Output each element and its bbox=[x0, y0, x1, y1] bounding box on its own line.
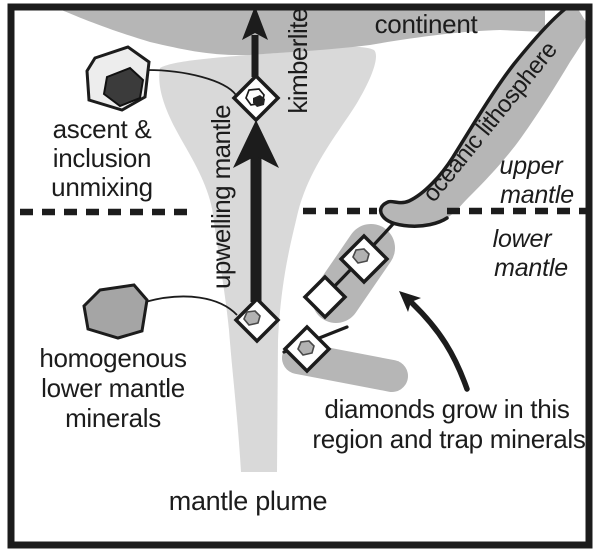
label-ascent-line2: inclusion bbox=[53, 143, 151, 173]
diamond-crystal-chain-lower bbox=[282, 324, 332, 374]
continent-shape bbox=[57, 8, 545, 56]
label-continent: continent bbox=[375, 9, 479, 39]
mantle-plume-shape bbox=[159, 46, 377, 472]
dark-inclusion-core bbox=[253, 95, 265, 107]
upwelling-arrow bbox=[233, 120, 279, 302]
label-homogenous-line1: homogenous bbox=[39, 343, 187, 373]
growth-region-arrow bbox=[399, 291, 470, 392]
frame-border bbox=[7, 3, 593, 549]
label-diamonds-line1: diamonds grow in this bbox=[324, 394, 569, 424]
slab-outline bbox=[378, 4, 571, 228]
zoom-connector-top bbox=[146, 69, 237, 96]
label-homogenous-line2: lower mantle bbox=[41, 373, 185, 403]
oceanic-lithosphere-slab bbox=[380, 7, 591, 227]
trapped-mineral-inclusion bbox=[297, 340, 315, 356]
diamond-crystal-chain-upper bbox=[338, 233, 390, 285]
label-homogenous-line3: minerals bbox=[65, 403, 161, 433]
trapped-mineral-inclusion bbox=[243, 310, 261, 326]
dark-exsolved-phase bbox=[102, 66, 145, 108]
label-lower-mantle-line1: lower bbox=[493, 225, 554, 253]
diamond-crystal-plume bbox=[233, 296, 281, 344]
diamond-crystal-ascending bbox=[231, 73, 281, 123]
label-diamonds-line2: region and trap minerals bbox=[312, 424, 585, 454]
trapped-mineral-inclusion bbox=[352, 248, 370, 264]
diamond-crystal-empty bbox=[302, 274, 348, 320]
magnified-homogenous-mineral bbox=[82, 283, 149, 340]
label-upwelling-mantle: upwelling mantle bbox=[206, 105, 236, 289]
zoom-connector-bottom bbox=[144, 295, 238, 316]
label-upper-mantle-line1: upper bbox=[500, 152, 565, 180]
label-upper-mantle-line2: mantle bbox=[500, 181, 574, 209]
label-kimberlite: kimberlite bbox=[283, 8, 313, 113]
magnified-unmixed-mineral bbox=[85, 45, 151, 112]
label-mantle-plume: mantle plume bbox=[169, 486, 327, 516]
kimberlite-arrow bbox=[242, 6, 268, 77]
label-ascent-line1: ascent & bbox=[53, 114, 152, 144]
label-lower-mantle-line2: mantle bbox=[494, 254, 568, 282]
label-ascent-line3: unmixing bbox=[51, 172, 153, 202]
